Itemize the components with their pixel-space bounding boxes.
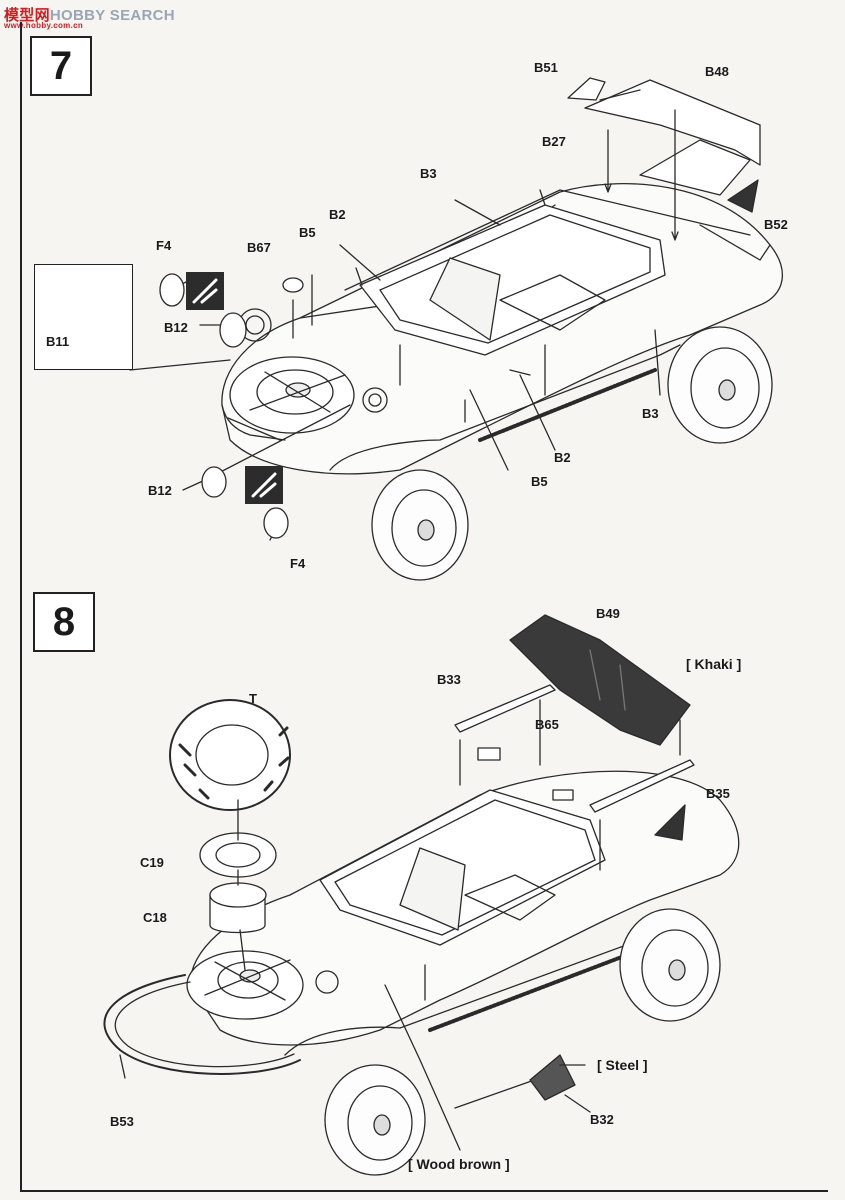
part-label-b52: B52 <box>764 217 788 232</box>
part-label-b5-top: B5 <box>299 225 316 240</box>
step8-vehicle <box>103 614 740 1176</box>
paint-callout-steel: [ Steel ] <box>597 1057 648 1073</box>
part-label-b32: B32 <box>590 1112 614 1127</box>
part-label-b53: B53 <box>110 1114 134 1129</box>
part-label-b27: B27 <box>542 134 566 149</box>
part-label-b2-bottom: B2 <box>554 450 571 465</box>
glue-icon <box>245 466 283 504</box>
step-number-8: 8 <box>33 592 95 652</box>
part-label-b3-bottom: B3 <box>642 406 659 421</box>
part-label-b65: B65 <box>535 717 559 732</box>
watermark-cn: 模型网 <box>4 6 50 24</box>
part-label-t: T <box>249 691 257 706</box>
part-label-f4-top: F4 <box>156 238 172 253</box>
part-label-c19: C19 <box>140 855 164 870</box>
paint-callout-wood-brown: [ Wood brown ] <box>408 1156 510 1172</box>
part-label-b3-top: B3 <box>420 166 437 181</box>
page-frame <box>20 22 828 1192</box>
part-label-b5-bottom: B5 <box>531 474 548 489</box>
paint-callout-khaki: [ Khaki ] <box>686 656 742 672</box>
detail-inset-b11 <box>34 264 133 370</box>
watermark-url: www.hobby.com.cn <box>4 21 84 30</box>
watermark-logo: 模型网HOBBY SEARCH www.hobby.com.cn <box>4 4 175 30</box>
part-label-b49: B49 <box>596 606 620 621</box>
part-label-f4-bottom: F4 <box>290 556 306 571</box>
step7-vehicle <box>95 77 783 581</box>
part-label-b35: B35 <box>706 786 730 801</box>
part-label-b33: B33 <box>437 672 461 687</box>
part-label-b11: B11 <box>46 334 70 349</box>
part-label-b67: B67 <box>247 240 271 255</box>
step-number-7: 7 <box>30 36 92 96</box>
part-label-c18: C18 <box>143 910 167 925</box>
part-label-b12-top: B12 <box>164 320 188 335</box>
glue-icon <box>186 272 224 310</box>
part-label-b12-bottom: B12 <box>148 483 172 498</box>
part-label-b51: B51 <box>534 60 558 75</box>
watermark-en: HOBBY SEARCH <box>49 7 175 24</box>
part-label-b2-top: B2 <box>329 207 346 222</box>
part-label-b48: B48 <box>705 64 729 79</box>
